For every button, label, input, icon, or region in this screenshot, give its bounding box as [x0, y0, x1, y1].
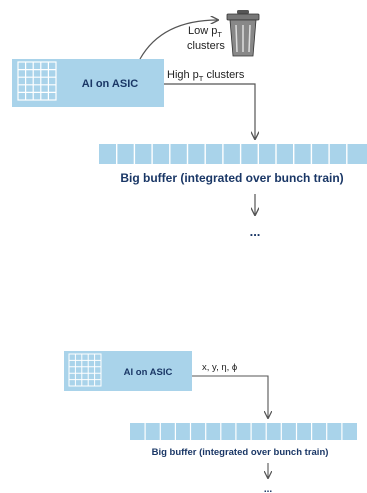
- top-asic-block: AI on ASIC: [12, 59, 164, 107]
- bottom-asic-label: AI on ASIC: [124, 367, 173, 378]
- bottom-buffer-cells: [144, 423, 343, 440]
- high-pt-suffix: clusters: [203, 69, 244, 81]
- trash-can-icon: [226, 10, 260, 57]
- high-pt-prefix: High p: [167, 69, 199, 81]
- bottom-elbow-arrow: [192, 375, 268, 418]
- low-pt-label: Low pT: [188, 25, 222, 39]
- bottom-buffer: Big buffer (integrated over bunch train): [130, 423, 357, 458]
- top-chip-grid-icon: [17, 61, 57, 101]
- high-pt-label: High pT clusters: [167, 69, 245, 83]
- bottom-diagram: AI on ASIC x, y, η, ϕ: [64, 351, 357, 493]
- top-asic-box: [12, 59, 164, 107]
- bottom-ellipsis: ...: [264, 484, 273, 493]
- bottom-chip-grid-icon: [68, 353, 102, 387]
- top-buffer-label: Big buffer (integrated over bunch train): [120, 171, 343, 185]
- bottom-asic-box: [64, 351, 192, 391]
- bottom-buffer-label: Big buffer (integrated over bunch train): [152, 447, 329, 458]
- top-buffer-cells: [115, 144, 348, 164]
- bottom-asic-block: AI on ASIC: [64, 351, 192, 391]
- top-curved-arrow: [139, 20, 218, 60]
- top-ellipsis: ...: [250, 224, 261, 239]
- top-elbow-arrow: [164, 83, 255, 139]
- bottom-buffer-bar: [130, 423, 357, 440]
- coords-label: x, y, η, ϕ: [202, 362, 237, 373]
- low-pt-prefix: Low p: [188, 25, 217, 37]
- top-buffer: Big buffer (integrated over bunch train): [99, 144, 367, 185]
- top-asic-label: AI on ASIC: [82, 78, 138, 90]
- low-pt-subscript: T: [217, 30, 222, 39]
- top-buffer-bar: [99, 144, 367, 164]
- low-pt-line2: clusters: [187, 40, 225, 52]
- top-diagram: AI on ASIC Low pT clusters High pT clust…: [12, 10, 367, 239]
- high-pt-subscript: T: [199, 74, 204, 83]
